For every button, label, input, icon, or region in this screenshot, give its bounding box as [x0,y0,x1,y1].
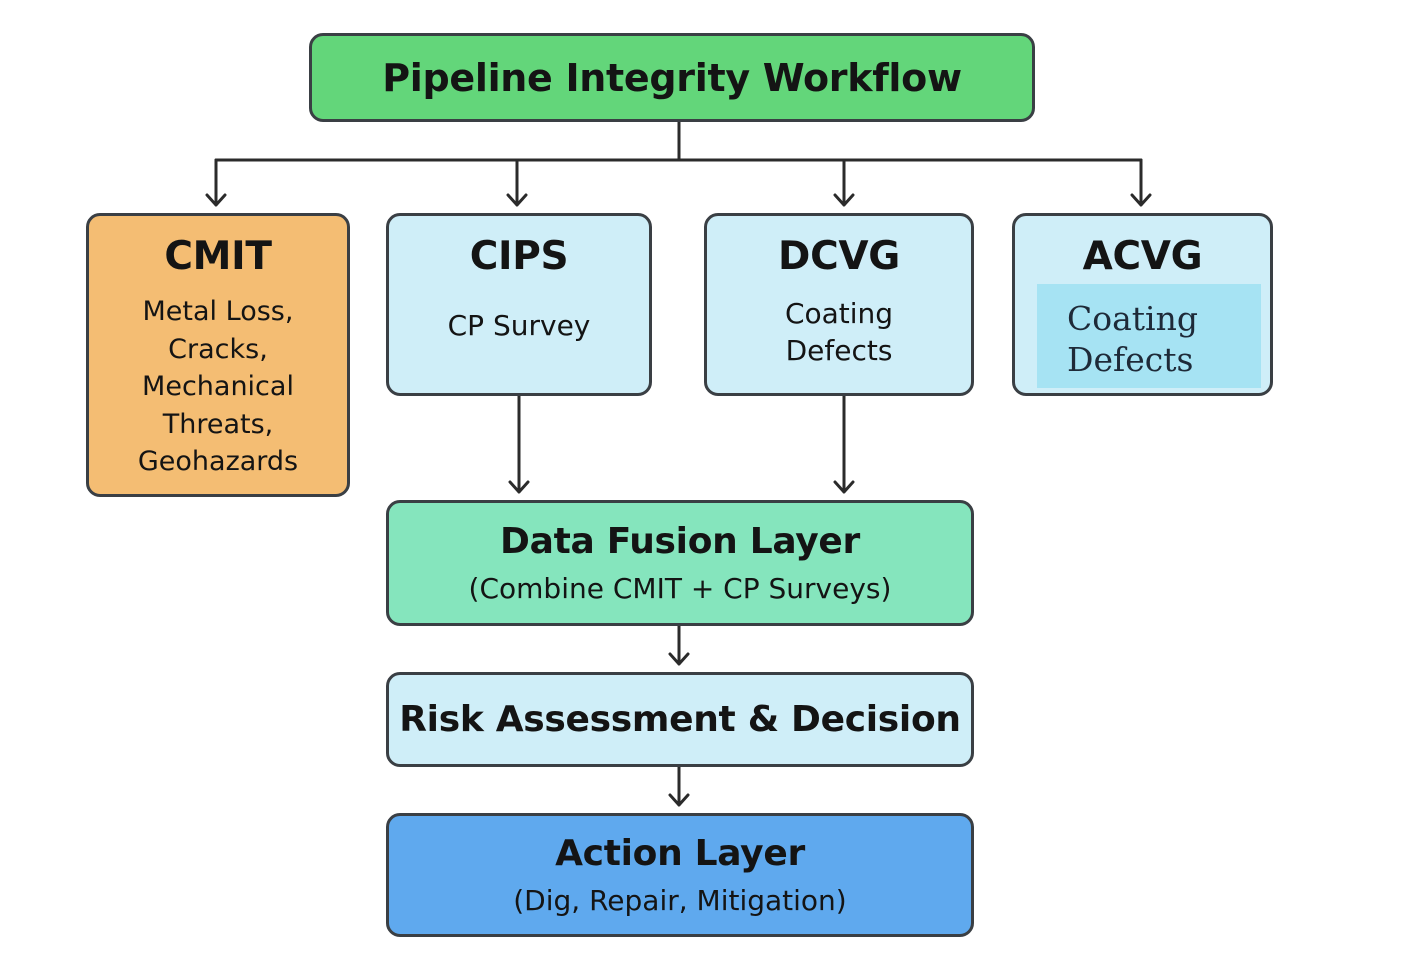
connector-fusion-to-risk [668,624,690,666]
method-box-acvg: ACVG Coating Defects [1012,213,1273,396]
method-description-dcvg: Coating Defects [784,297,894,367]
method-description-cmit: Metal Loss, Cracks, Mechanical Threats, … [137,296,299,477]
method-title-dcvg: DCVG [778,234,900,279]
method-box-cips: CIPS CP Survey [386,213,652,396]
data-fusion-description: (Combine CMIT + CP Surveys) [468,572,892,605]
connector-to-acvg [1130,158,1152,207]
action-layer-box: Action Layer (Dig, Repair, Mitigation) [386,813,974,937]
connector-risk-to-action [668,765,690,807]
connector-cips-to-fusion [508,394,530,494]
method-title-cips: CIPS [469,234,569,279]
connector-to-dcvg [833,158,855,207]
method-description-panel-acvg: Coating Defects [1037,284,1261,388]
method-title-acvg: ACVG [1082,234,1203,279]
risk-assessment-box: Risk Assessment & Decision [386,672,974,767]
method-description-acvg: Coating Defects [1067,299,1198,379]
action-layer-description: (Dig, Repair, Mitigation) [513,884,847,917]
method-box-cmit: CMIT Metal Loss, Cracks, Mechanical Thre… [86,213,350,497]
risk-assessment-title: Risk Assessment & Decision [399,699,961,740]
method-box-dcvg: DCVG Coating Defects [704,213,974,396]
connector-to-cips [506,158,528,207]
connector-to-cmit [205,158,227,207]
workflow-title-box: Pipeline Integrity Workflow [309,33,1035,122]
method-description-cips: CP Survey [447,309,591,342]
connector-dcvg-to-fusion [833,394,855,494]
data-fusion-box: Data Fusion Layer (Combine CMIT + CP Sur… [386,500,974,626]
workflow-title: Pipeline Integrity Workflow [382,55,962,100]
method-title-cmit: CMIT [164,234,272,279]
data-fusion-title: Data Fusion Layer [500,521,860,562]
action-layer-title: Action Layer [555,833,805,874]
